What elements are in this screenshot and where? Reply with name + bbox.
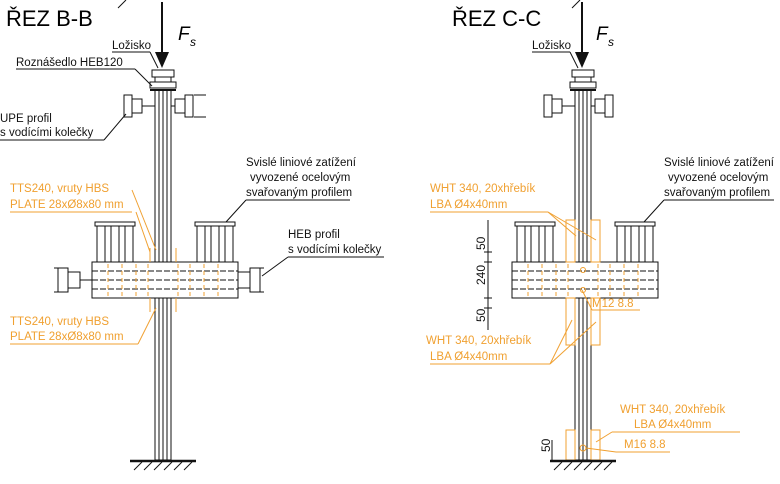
force-sub-right: s — [608, 35, 614, 49]
dim-240: 240 — [474, 265, 488, 285]
screw-bot-label-2: PLATE 28xØ8x80 mm — [10, 331, 124, 343]
beam-right — [511, 261, 659, 299]
ground-left — [130, 459, 196, 471]
load-label-right-2: vyvozené ocelovým — [668, 172, 768, 184]
h-profiles-right — [514, 221, 656, 263]
beam-left — [91, 261, 239, 299]
force-arrow-right: F s — [575, 2, 614, 68]
load-label-left-2: vyvozené ocelovým — [250, 172, 350, 184]
load-label-left-1: Svislé liniové zatížení — [246, 157, 357, 169]
section-c-c: ŘEZ C-C F s — [426, 0, 775, 471]
side-wheels-left — [54, 267, 264, 293]
upe-wheels-right — [543, 94, 614, 118]
upe-wheels-left — [123, 94, 206, 118]
dim-50-top: 50 — [474, 236, 488, 250]
section-c-c-title: ŘEZ C-C — [452, 6, 541, 31]
upe-label-line2: s vodícími kolečky — [0, 127, 94, 139]
load-label-right-1: Svislé liniové zatížení — [664, 157, 775, 169]
nail-low-label-1: WHT 340, 20xhřebík — [620, 404, 726, 416]
section-b-b-title: ŘEZ B-B — [6, 6, 93, 31]
plates-left — [149, 248, 177, 312]
force-sub-left: s — [190, 35, 196, 49]
nail-top-label-1: WHT 340, 20xhřebík — [430, 183, 536, 195]
screw-top-label-2: PLATE 28xØ8x80 mm — [10, 199, 124, 211]
bearing-label-right: Ložisko — [532, 40, 571, 52]
force-label-left: F — [178, 24, 191, 45]
nail-mid-label-2: LBA Ø4x40mm — [430, 351, 507, 363]
bearing-right — [569, 69, 597, 89]
dimension-chain-right: 50 240 50 50 — [474, 220, 553, 462]
heb-label-1: HEB profil — [288, 229, 340, 241]
bolt-low-label: M16 8.8 — [624, 439, 666, 451]
screw-top-label-1: TTS240, vruty HBS — [10, 183, 109, 195]
force-arrow-left: F s — [155, 2, 196, 68]
load-label-left-3: svařovaným profilem — [246, 187, 352, 199]
dim-50-bot: 50 — [474, 308, 488, 322]
screw-bot-label-1: TTS240, vruty HBS — [10, 316, 109, 328]
section-b-b: ŘEZ B-B F s — [0, 0, 384, 471]
spreader-label: Roznášedlo HEB120 — [16, 57, 123, 69]
heb-label-2: s vodícími kolečky — [288, 244, 382, 256]
bearing-left — [149, 69, 177, 89]
load-label-right-3: svařovaným profilem — [664, 187, 770, 199]
nail-low-label-2: LBA Ø4x40mm — [634, 419, 711, 431]
bolt-mid-label: M12 8.8 — [592, 298, 634, 310]
upe-label-line1: UPE profil — [0, 113, 52, 125]
ground-right — [550, 459, 616, 471]
dim-50-base: 50 — [539, 438, 553, 452]
force-label-right: F — [596, 24, 609, 45]
nail-top-label-2: LBA Ø4x40mm — [430, 199, 507, 211]
nail-mid-label-1: WHT 340, 20xhřebík — [426, 335, 532, 347]
h-profiles-left — [94, 221, 236, 263]
bearing-label-left: Ložisko — [112, 40, 151, 52]
